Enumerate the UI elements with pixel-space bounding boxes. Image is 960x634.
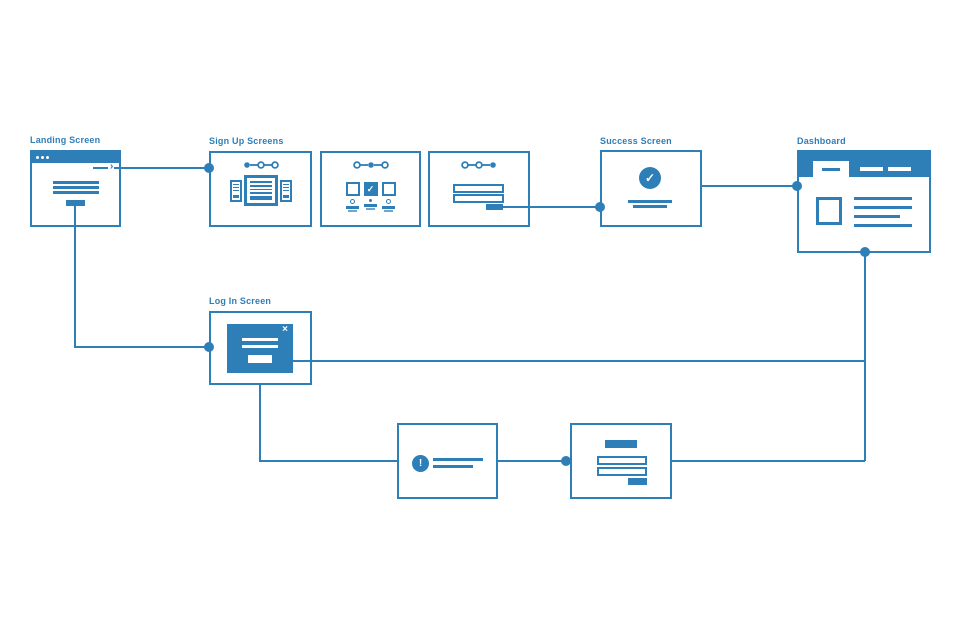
browser-dot-icon <box>36 156 39 159</box>
landing-screen-node: › <box>30 150 121 227</box>
error-message-node: ! <box>397 423 498 499</box>
chevron-right-icon: › <box>110 161 114 172</box>
connector-login-error <box>259 385 397 462</box>
thumbnail-placeholder <box>816 197 842 225</box>
message-line <box>628 200 672 203</box>
active-tab-shape <box>813 161 849 177</box>
input-field-shape <box>453 194 504 203</box>
reset-form-node <box>570 423 672 499</box>
submit-button-shape <box>486 204 503 210</box>
input-field-shape <box>597 456 647 465</box>
stepper-dots-icon <box>243 161 279 169</box>
radio-dot-icon <box>369 199 372 202</box>
browser-dot-icon <box>41 156 44 159</box>
card-center-icon <box>243 175 278 206</box>
browser-dot-icon <box>46 156 49 159</box>
caption-line <box>384 210 393 212</box>
sign-up-screens-label: Sign Up Screens <box>209 136 284 146</box>
hero-text-line <box>53 181 99 184</box>
inactive-tab-line <box>860 167 883 171</box>
checkbox-empty-icon <box>381 182 396 196</box>
stepper-progress <box>430 161 528 169</box>
stepper-progress <box>322 161 419 169</box>
modal-text-line <box>242 338 278 341</box>
content-text-line <box>854 224 912 227</box>
plan-cards-group <box>211 175 310 206</box>
tab-label-line <box>822 168 840 171</box>
cta-button-shape <box>66 200 85 206</box>
dashboard-label: Dashboard <box>797 136 846 146</box>
success-screen-node: ✓ <box>600 150 702 227</box>
caption-line <box>348 210 357 212</box>
nav-link-line <box>93 167 108 169</box>
content-text-line <box>854 215 900 218</box>
message-line <box>633 205 667 208</box>
signup-step1-node <box>209 151 312 227</box>
success-check-icon: ✓ <box>639 167 661 189</box>
login-modal: × <box>227 324 293 373</box>
error-text-line <box>433 458 483 461</box>
success-screen-label: Success Screen <box>600 136 672 146</box>
modal-text-line <box>242 345 278 348</box>
form-button-shape <box>628 478 647 485</box>
signup-step3-node <box>428 151 530 227</box>
stepper-progress <box>211 161 310 169</box>
caption-line <box>366 208 375 210</box>
connector-landing-login <box>74 206 206 348</box>
radio-dot-icon <box>386 199 391 204</box>
content-text-line <box>854 206 912 209</box>
dashboard-node <box>797 150 931 253</box>
inactive-tab-line <box>888 167 911 171</box>
stepper-dots-icon <box>461 161 496 169</box>
hero-text-line <box>53 186 99 189</box>
close-icon: × <box>282 324 288 335</box>
landing-screen-label: Landing Screen <box>30 135 101 145</box>
content-text-line <box>854 197 912 200</box>
option-item <box>381 182 396 212</box>
checkbox-checked-icon: ✓ <box>363 182 378 196</box>
log-in-screen-label: Log In Screen <box>209 296 272 306</box>
option-picker-group: ✓ <box>322 182 419 212</box>
browser-titlebar <box>32 152 119 163</box>
option-item-selected: ✓ <box>363 182 378 212</box>
error-text-line <box>433 465 473 468</box>
caption-line <box>364 204 377 207</box>
card-right-icon <box>279 179 292 202</box>
log-in-screen-node: × <box>209 311 312 385</box>
stepper-dots-icon <box>352 161 389 169</box>
checkbox-empty-icon <box>345 182 360 196</box>
card-left-icon <box>229 179 242 202</box>
input-field-shape <box>597 467 647 476</box>
signup-step2-node: ✓ <box>320 151 421 227</box>
input-field-shape <box>453 184 504 193</box>
exclamation-icon: ! <box>412 455 429 472</box>
option-item <box>345 182 360 212</box>
form-title-bar <box>605 440 637 448</box>
modal-button-shape <box>248 355 272 363</box>
radio-dot-icon <box>350 199 355 204</box>
caption-line <box>382 206 395 209</box>
caption-line <box>346 206 359 209</box>
hero-text-line <box>53 191 99 194</box>
